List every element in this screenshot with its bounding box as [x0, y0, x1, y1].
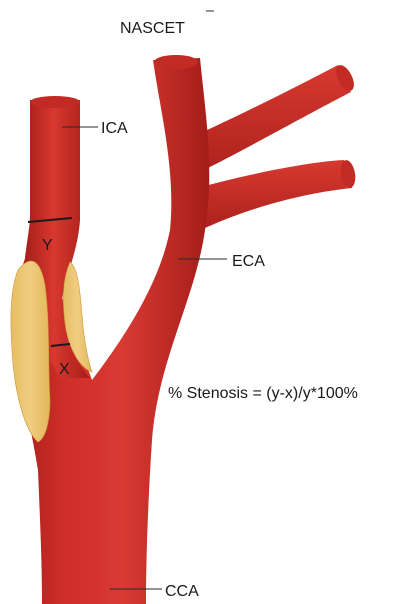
eca-upper-branch: [185, 65, 351, 172]
x-label: X: [59, 361, 70, 378]
y-label: Y: [42, 237, 53, 254]
ica-label: ICA: [101, 120, 128, 137]
cca-label: CCA: [165, 583, 199, 600]
eca-label: ECA: [232, 253, 265, 270]
diagram-title: NASCET: [120, 20, 185, 37]
eca-end: [154, 55, 198, 69]
ica-end: [30, 96, 80, 108]
plaque-left: [11, 261, 50, 442]
eca-lower-branch: [190, 160, 352, 228]
stenosis-formula: % Stenosis = (y-x)/y*100%: [168, 385, 358, 402]
